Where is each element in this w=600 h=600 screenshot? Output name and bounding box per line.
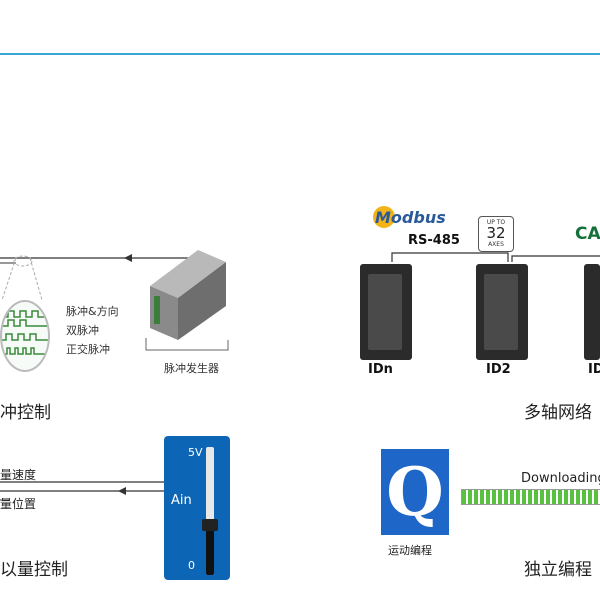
pulse-mode-item: 正交脉冲 <box>66 343 110 356</box>
analog-position-label: 量位置 <box>0 497 37 511</box>
axes-word: AXES <box>488 241 504 248</box>
download-progress-bar <box>461 489 600 505</box>
can-logo: CAN <box>575 224 600 244</box>
ain-slider-fill <box>206 528 214 575</box>
multi-axis-title: 多轴网络 <box>524 403 592 423</box>
download-label: Downloading <box>521 471 600 486</box>
drive-label-idn: IDn <box>368 362 393 377</box>
analog-speed-label: 量速度 <box>0 468 37 482</box>
drive-label-id: ID <box>588 362 600 377</box>
drive-face <box>368 274 402 350</box>
pulse-mode-list: 脉冲&方向 双脉冲 正交脉冲 <box>66 302 119 359</box>
axes-badge: UP TO 32 AXES <box>478 216 514 252</box>
pulse-control-title: 冲控制 <box>0 403 51 423</box>
q-logo <box>381 449 449 535</box>
rs485-label: RS-485 <box>408 233 460 248</box>
axes-upto: UP TO <box>486 219 506 226</box>
q-logo-letter: Q <box>386 453 444 531</box>
pulse-generator-label: 脉冲发生器 <box>164 362 219 375</box>
ain-slider-knob[interactable] <box>202 519 218 531</box>
drive-id <box>584 264 600 360</box>
modbus-logo: Modbus <box>375 208 446 227</box>
analog-control-title: 以量控制 <box>0 560 68 580</box>
pulse-waveform-zoom <box>0 300 50 372</box>
ain-label: Ain <box>171 493 192 508</box>
drive-face <box>484 274 518 350</box>
pulse-mode-item: 脉冲&方向 <box>66 305 119 318</box>
axes-number: 32 <box>486 224 506 242</box>
pulse-mode-item: 双脉冲 <box>66 324 99 337</box>
ain-min-value: 0 <box>188 559 195 572</box>
drive-label-id2: ID2 <box>486 362 511 377</box>
ain-panel <box>164 436 230 580</box>
modbus-gear-icon <box>373 206 395 228</box>
standalone-programming-title: 独立编程 <box>524 560 592 580</box>
ain-slider-track[interactable] <box>206 447 214 575</box>
q-logo-caption: 运动编程 <box>388 544 432 557</box>
ain-max-value: 5V <box>188 446 203 459</box>
pulse-generator-box <box>145 250 229 351</box>
header-divider <box>0 53 600 55</box>
